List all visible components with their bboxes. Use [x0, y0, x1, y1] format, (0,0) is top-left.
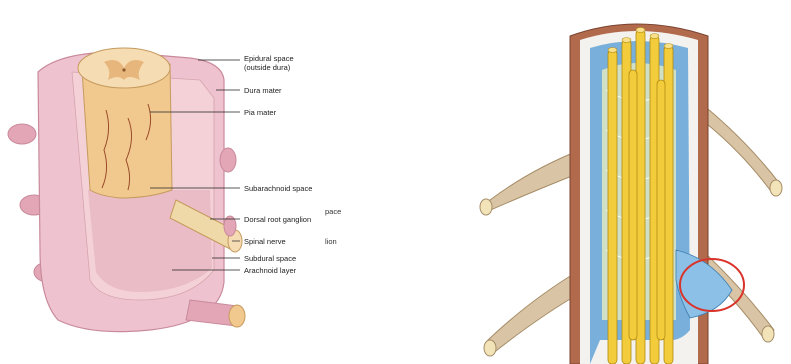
central-canal: [122, 68, 125, 71]
label-spinal-nerve: Spinal nerve: [244, 237, 286, 246]
lower-nerve-stub: [186, 300, 245, 327]
meninges-diagram: Epidural space (outside dura) Dura mater…: [0, 0, 395, 364]
label-epidural-outside-dura: (outside dura): [244, 63, 290, 72]
label-subdural-space: Subdural space: [244, 254, 296, 263]
nerve-bundle-illustration: [440, 0, 791, 364]
arachnoid-layer: [88, 190, 212, 292]
label-pia-mater: Pia mater: [244, 108, 276, 117]
label-arachnoid-layer: Arachnoid layer: [244, 266, 296, 275]
cut-off-fragment-pace: pace: [325, 207, 341, 216]
meninges-illustration: [0, 0, 395, 364]
cut-off-fragment-lion: lion: [325, 237, 337, 246]
label-dorsal-root-ganglion: Dorsal root ganglion: [244, 215, 311, 224]
label-subarachnoid-space: Subarachnoid space: [244, 184, 312, 193]
label-epidural-space: Epidural space: [244, 54, 294, 63]
nerve-bundle-diagram: [440, 0, 791, 364]
label-dura-mater: Dura mater: [244, 86, 282, 95]
